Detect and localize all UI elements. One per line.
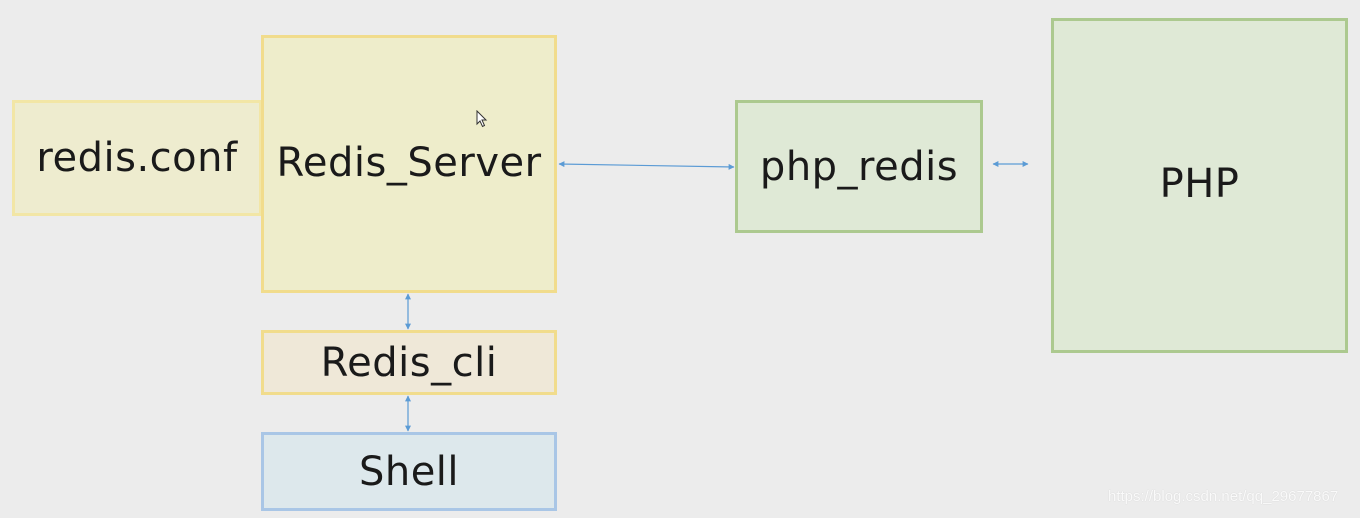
php-redis-box: php_redis [735, 100, 983, 233]
redis-cli-label: Redis_cli [320, 339, 498, 386]
redis-server-label: Redis_Server [276, 140, 542, 186]
php-box: PHP [1051, 18, 1348, 353]
redis-conf-label: redis.conf [36, 135, 238, 181]
watermark-text: https://blog.csdn.net/qq_29677867 [1108, 488, 1339, 505]
redis-cli-box: Redis_cli [261, 330, 557, 395]
redis-conf-box: redis.conf [12, 100, 262, 216]
shell-label: Shell [358, 448, 460, 495]
php-label: PHP [1159, 160, 1240, 207]
redis-server-box: Redis_Server [261, 35, 557, 293]
arrow-server-phpredis [558, 161, 735, 170]
mouse-pointer-icon [476, 110, 488, 128]
php-redis-label: php_redis [759, 143, 959, 190]
shell-box: Shell [261, 432, 557, 511]
